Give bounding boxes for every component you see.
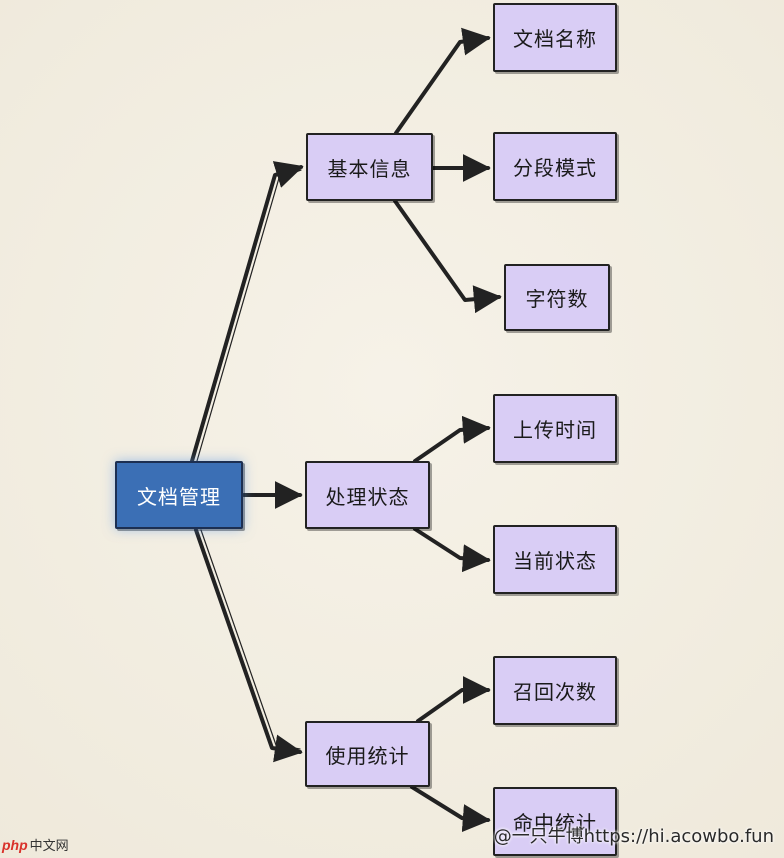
leaf-node-hit-stats: 命中统计: [493, 787, 617, 856]
leaf-node-label: 命中统计: [513, 811, 597, 835]
leaf-node-char-count: 字符数: [504, 264, 610, 331]
branch-node-basic-info: 基本信息: [306, 133, 433, 201]
root-node-label: 文档管理: [137, 484, 221, 509]
edge-usage-hit: [410, 785, 491, 833]
leaf-node-label: 字符数: [525, 287, 589, 311]
edge-root-usage: [194, 528, 303, 763]
edge-proc-curstate: [413, 527, 491, 573]
leaf-node-label: 分段模式: [513, 156, 597, 180]
watermark-text: @一只牛博https://hi.acowbo.fun: [493, 826, 774, 847]
branch-node-usage-stats: 使用统计: [305, 721, 430, 787]
branch-node-processing-status: 处理状态: [305, 461, 430, 529]
leaf-node-current-status: 当前状态: [493, 525, 617, 594]
edge-proc-uptime: [413, 415, 491, 463]
php-logo-cn-text: 中文网: [29, 838, 69, 853]
branch-node-label: 使用统计: [325, 743, 410, 768]
leaf-node-label: 上传时间: [513, 418, 597, 442]
php-logo-text: php: [2, 836, 28, 853]
php-cn-logo: php 中文网: [2, 835, 69, 854]
branch-node-label: 处理状态: [325, 484, 410, 509]
edge-basic-charcount: [393, 199, 502, 314]
root-node-doc-management: 文档管理: [115, 461, 243, 529]
leaf-node-label: 文档名称: [513, 27, 597, 51]
leaf-node-segment-mode: 分段模式: [493, 132, 617, 201]
leaf-node-label: 召回次数: [513, 680, 597, 704]
leaf-node-doc-name: 文档名称: [493, 3, 617, 72]
leaf-node-recall-count: 召回次数: [493, 656, 617, 725]
leaf-node-upload-time: 上传时间: [493, 394, 617, 463]
edge-basic-docname: [394, 27, 491, 135]
leaf-node-label: 当前状态: [513, 549, 597, 573]
branch-node-label: 基本信息: [327, 156, 412, 181]
edge-root-basic: [190, 161, 304, 463]
edge-usage-recall: [416, 676, 491, 723]
